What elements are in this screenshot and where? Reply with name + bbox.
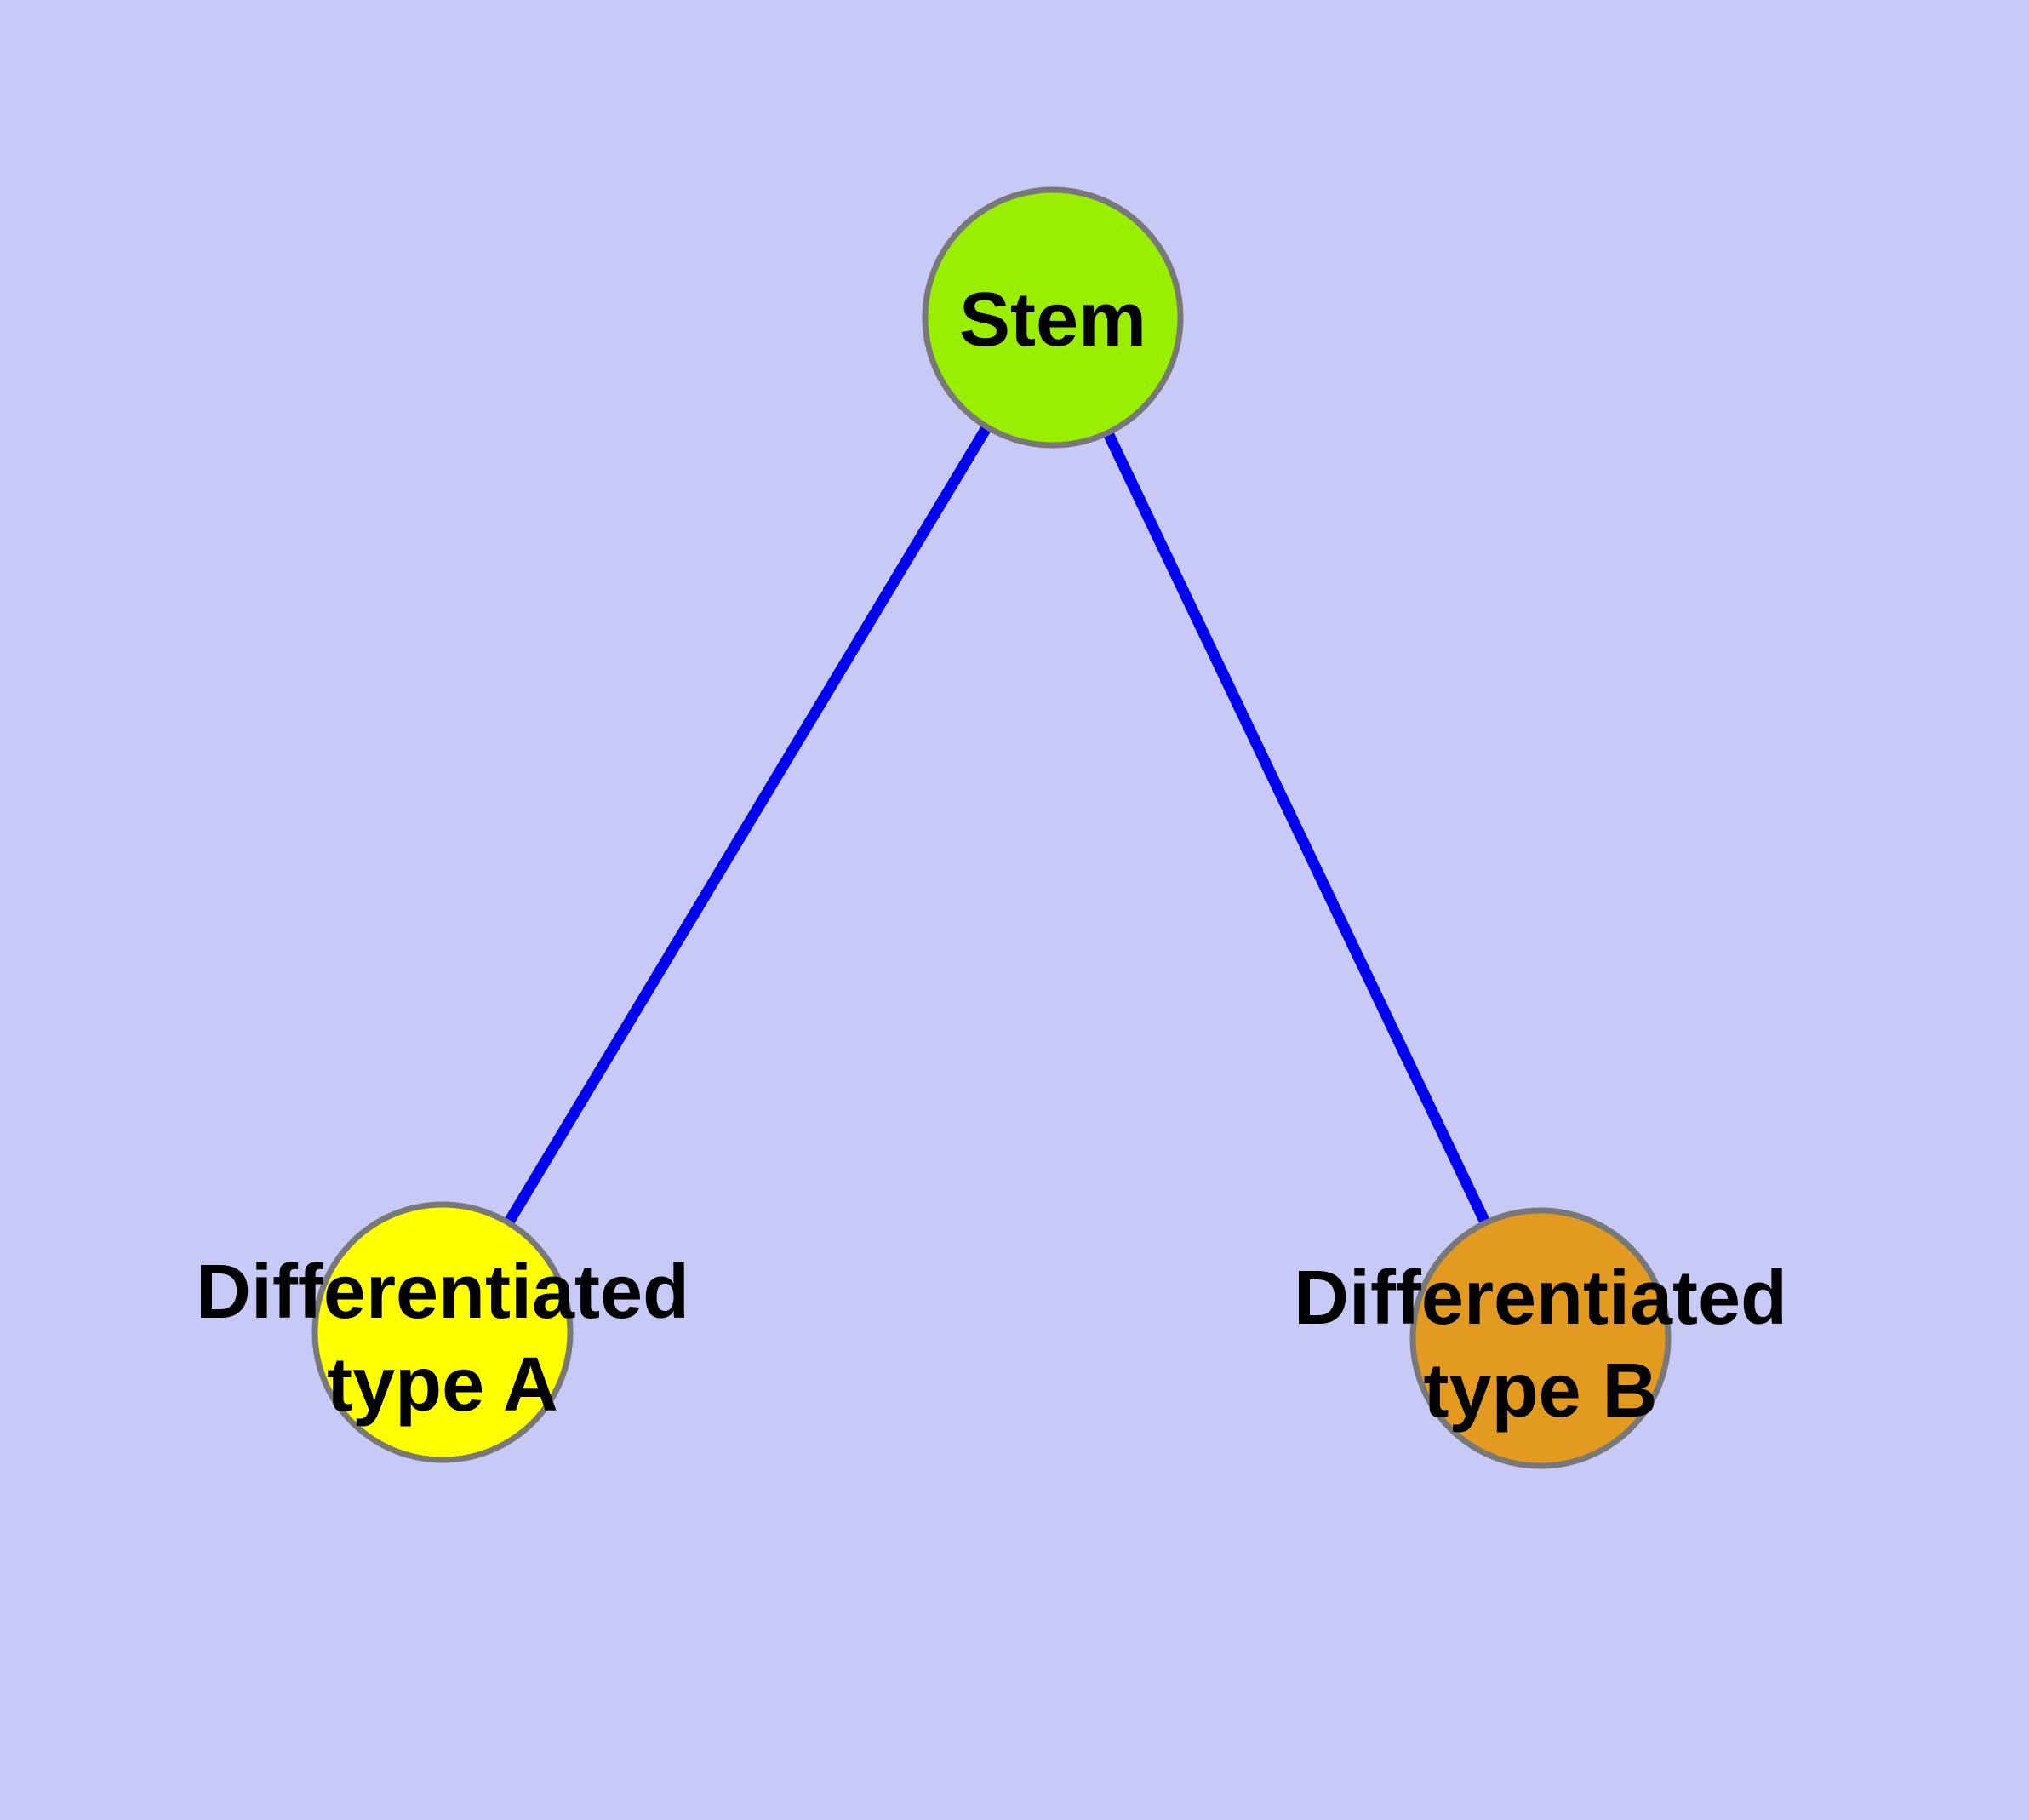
- type-a-node[interactable]: [311, 1201, 574, 1463]
- stem-node[interactable]: [922, 186, 1184, 449]
- edge-stem-to-type-a: [437, 314, 1058, 1336]
- edge-stem-to-type-b: [1048, 315, 1546, 1341]
- stem-node-label: Stem: [959, 278, 1146, 363]
- type-a-node-label-line1: Differentiated: [196, 1250, 689, 1335]
- type-a-node-label-line2: type A: [327, 1342, 558, 1428]
- type-b-node-label-line1: Differentiated: [1294, 1256, 1787, 1341]
- type-b-node-label-line2: type B: [1423, 1348, 1657, 1434]
- type-b-node[interactable]: [1409, 1207, 1672, 1469]
